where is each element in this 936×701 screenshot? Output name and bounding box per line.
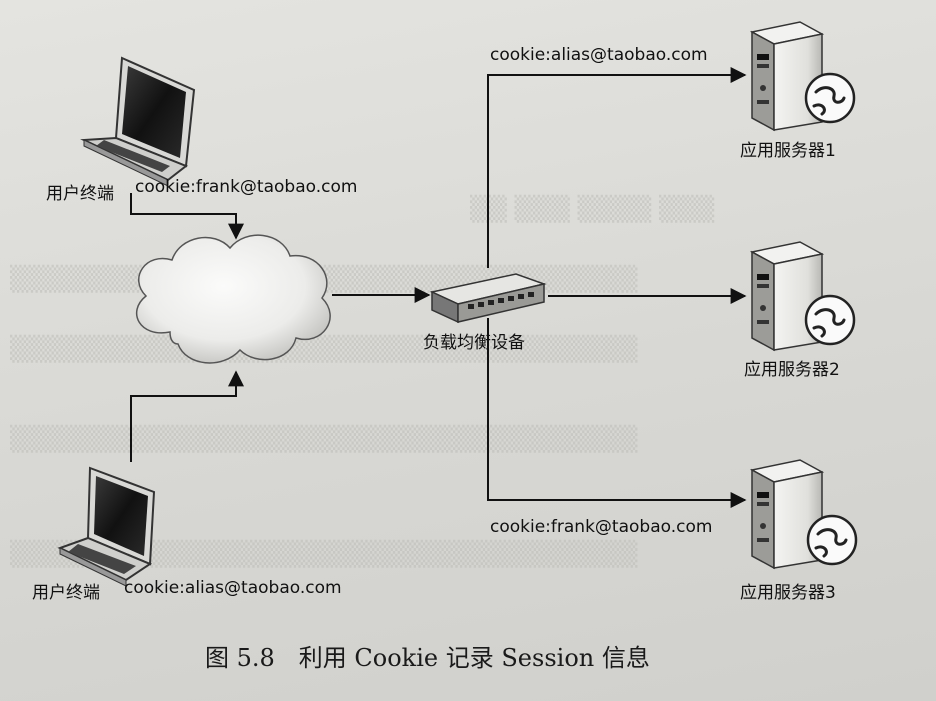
globe-icon-3	[806, 514, 858, 566]
laptop-icon-1	[80, 56, 196, 187]
globe-icon-2	[804, 294, 856, 346]
server-1-label: 应用服务器1	[740, 141, 836, 161]
server-3-cookie: cookie:frank@taobao.com	[490, 517, 713, 537]
cloud-icon	[135, 234, 331, 364]
user-terminal-1-cookie: cookie:frank@taobao.com	[135, 177, 358, 197]
link-balancer-server3	[487, 318, 747, 508]
load-balancer-icon	[429, 273, 547, 324]
user-terminal-2-label: 用户终端	[32, 583, 100, 603]
load-balancer-label: 负载均衡设备	[423, 333, 525, 353]
link-terminal1-cloud	[130, 193, 244, 240]
figure-caption: 图 5.8 利用 Cookie 记录 Session 信息	[205, 644, 650, 672]
laptop-icon-2	[57, 466, 156, 587]
server-2-label: 应用服务器2	[744, 360, 840, 380]
link-balancer-server1	[487, 67, 747, 268]
server-1-cookie: cookie:alias@taobao.com	[490, 45, 708, 65]
link-terminal2-cloud	[130, 370, 244, 462]
bleed-through-text: ▒▒▒▒▒▒▒▒▒▒▒▒▒▒▒▒▒▒▒▒▒▒▒▒▒▒▒▒▒▒▒▒▒▒	[10, 335, 638, 363]
globe-icon-1	[804, 72, 856, 124]
connection-lines	[130, 67, 747, 508]
bleed-through-text: ▒▒▒▒▒▒▒▒▒▒▒▒▒▒▒▒▒▒▒▒▒▒▒▒▒▒▒▒▒▒▒▒▒▒	[10, 425, 638, 453]
bleed-through-text: ▒▒ ▒▒▒ ▒▒▒▒ ▒▒▒	[470, 195, 715, 223]
server-3-label: 应用服务器3	[740, 583, 836, 603]
user-terminal-2-cookie: cookie:alias@taobao.com	[124, 578, 342, 598]
user-terminal-1-label: 用户终端	[46, 184, 114, 204]
